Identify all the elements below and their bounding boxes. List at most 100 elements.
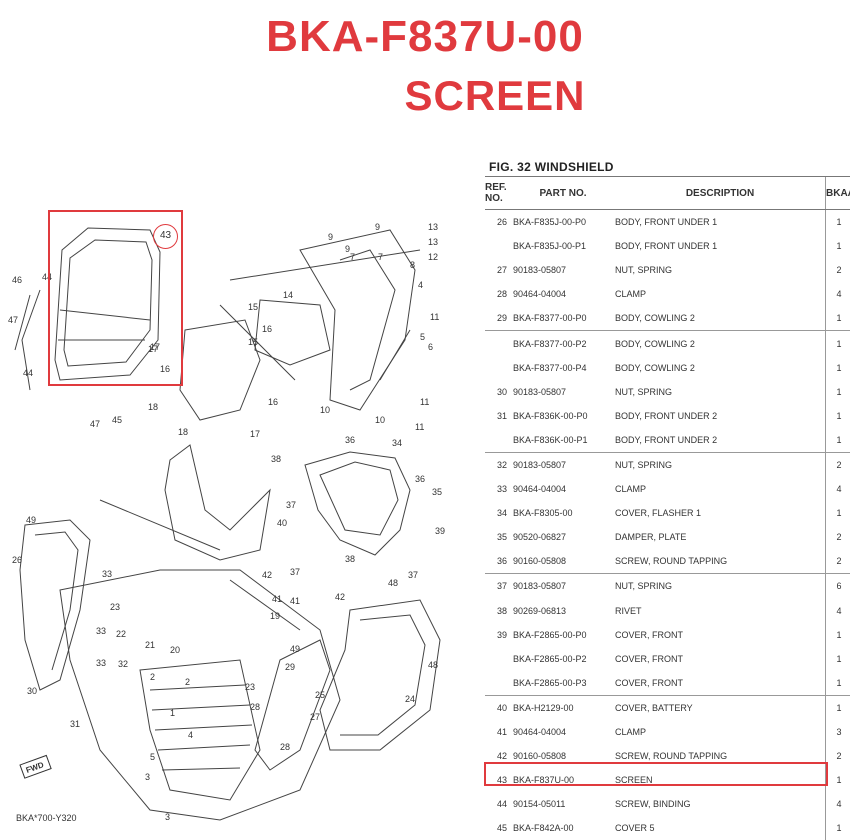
diagram-ref-label: 44 bbox=[23, 368, 33, 378]
cell-part-no: 90160-05808 bbox=[510, 549, 613, 574]
cell-part-no: BKA-F8377-00-P2 bbox=[510, 331, 613, 356]
cell-description: BODY, FRONT UNDER 2 bbox=[613, 404, 826, 428]
cell-part-no: 90183-05807 bbox=[510, 452, 613, 477]
cell-description: SCREW, ROUND TAPPING bbox=[613, 549, 826, 574]
cell-ref bbox=[485, 356, 510, 380]
cell-description: COVER, FLASHER 1 bbox=[613, 501, 826, 525]
cell-ref bbox=[485, 671, 510, 696]
diagram-ref-label: 39 bbox=[435, 526, 445, 536]
diagram-ref-label: 33 bbox=[102, 569, 112, 579]
cell-description: NUT, SPRING bbox=[613, 452, 826, 477]
diagram-ref-label: 13 bbox=[428, 237, 438, 247]
diagram-ref-label: 23 bbox=[110, 602, 120, 612]
cell-description: NUT, SPRING bbox=[613, 380, 826, 404]
diagram-ref-label: 19 bbox=[270, 611, 280, 621]
cell-ref: 35 bbox=[485, 525, 510, 549]
cell-part-no: BKA-F8305-00 bbox=[510, 501, 613, 525]
header-ref-line2: NO. bbox=[485, 193, 507, 204]
cell-qty: 4 bbox=[826, 477, 850, 501]
diagram-ref-label: 35 bbox=[432, 487, 442, 497]
diagram-ref-label: 30 bbox=[27, 686, 37, 696]
diagram-ref-label: 7 bbox=[350, 252, 355, 262]
diagram-ref-label: 36 bbox=[345, 435, 355, 445]
cell-qty: 2 bbox=[826, 744, 850, 768]
cell-part-no: BKA-H2129-00 bbox=[510, 695, 613, 720]
diagram-ref-label: 42 bbox=[335, 592, 345, 602]
diagram-ref-label: 36 bbox=[415, 474, 425, 484]
diagram-ref-label: 37 bbox=[290, 567, 300, 577]
diagram-ref-label: 23 bbox=[245, 682, 255, 692]
parts-table: REF. NO. PART NO. DESCRIPTION BKAA 26BKA… bbox=[485, 176, 850, 840]
diagram-ref-label: 24 bbox=[405, 694, 415, 704]
cell-description: BODY, COWLING 2 bbox=[613, 306, 826, 331]
callout-ref-43: 43 bbox=[153, 224, 178, 249]
cell-qty: 4 bbox=[826, 792, 850, 816]
header-ref: REF. NO. bbox=[485, 177, 510, 210]
fwd-badge: FWD bbox=[20, 755, 51, 778]
diagram-ref-label: 15 bbox=[248, 302, 258, 312]
cell-description: BODY, COWLING 2 bbox=[613, 331, 826, 356]
front-under-left bbox=[20, 520, 90, 690]
diagram-ref-label: 5 bbox=[150, 752, 155, 762]
cell-ref bbox=[485, 331, 510, 356]
diagram-ref-label: 40 bbox=[277, 518, 287, 528]
diagram-ref-label: 29 bbox=[285, 662, 295, 672]
diagram-ref-label: 10 bbox=[375, 415, 385, 425]
diagram-ref-label: 17 bbox=[250, 429, 260, 439]
bracket-assembly bbox=[300, 230, 415, 410]
cell-ref: 29 bbox=[485, 306, 510, 331]
cell-part-no: 90464-04004 bbox=[510, 720, 613, 744]
diagram-ref-label: 48 bbox=[388, 578, 398, 588]
cell-qty: 1 bbox=[826, 306, 850, 331]
cell-qty: 1 bbox=[826, 768, 850, 792]
diagram-ref-label: 10 bbox=[320, 405, 330, 415]
diagram-ref-label: 21 bbox=[145, 640, 155, 650]
diagram-ref-label: 22 bbox=[116, 629, 126, 639]
cell-part-no: 90183-05807 bbox=[510, 380, 613, 404]
cell-part-no: BKA-F8377-00-P4 bbox=[510, 356, 613, 380]
cell-qty: 1 bbox=[826, 210, 850, 235]
parts-table-header: REF. NO. PART NO. DESCRIPTION BKAA bbox=[485, 177, 850, 210]
diagram-ref-label: 47 bbox=[90, 419, 100, 429]
diagram-ref-label: 6 bbox=[428, 342, 433, 352]
cell-description: NUT, SPRING bbox=[613, 258, 826, 282]
cell-qty: 1 bbox=[826, 816, 850, 840]
diagram-ref-label: 16 bbox=[262, 324, 272, 334]
cell-part-no: BKA-F8377-00-P0 bbox=[510, 306, 613, 331]
diagram-ref-label: 42 bbox=[262, 570, 272, 580]
cell-qty: 2 bbox=[826, 258, 850, 282]
diagram-ref-label: 32 bbox=[118, 659, 128, 669]
diagram-ref-label: 31 bbox=[70, 719, 80, 729]
cell-qty: 1 bbox=[826, 356, 850, 380]
cell-ref: 31 bbox=[485, 404, 510, 428]
cell-part-no: BKA-F835J-00-P1 bbox=[510, 234, 613, 258]
cell-qty: 1 bbox=[826, 234, 850, 258]
cell-qty: 2 bbox=[826, 549, 850, 574]
cell-description: BODY, FRONT UNDER 1 bbox=[613, 234, 826, 258]
cowling-right bbox=[320, 600, 440, 750]
diagram-ref-label: 37 bbox=[408, 570, 418, 580]
cell-qty: 1 bbox=[826, 331, 850, 356]
cell-qty: 4 bbox=[826, 282, 850, 306]
diagram-ref-label: 3 bbox=[165, 812, 170, 822]
cell-ref: 34 bbox=[485, 501, 510, 525]
cell-qty: 1 bbox=[826, 380, 850, 404]
cell-ref: 37 bbox=[485, 574, 510, 599]
diagram-ref-label: 3 bbox=[145, 772, 150, 782]
cell-qty: 2 bbox=[826, 525, 850, 549]
diagram-ref-label: 11 bbox=[415, 422, 424, 432]
